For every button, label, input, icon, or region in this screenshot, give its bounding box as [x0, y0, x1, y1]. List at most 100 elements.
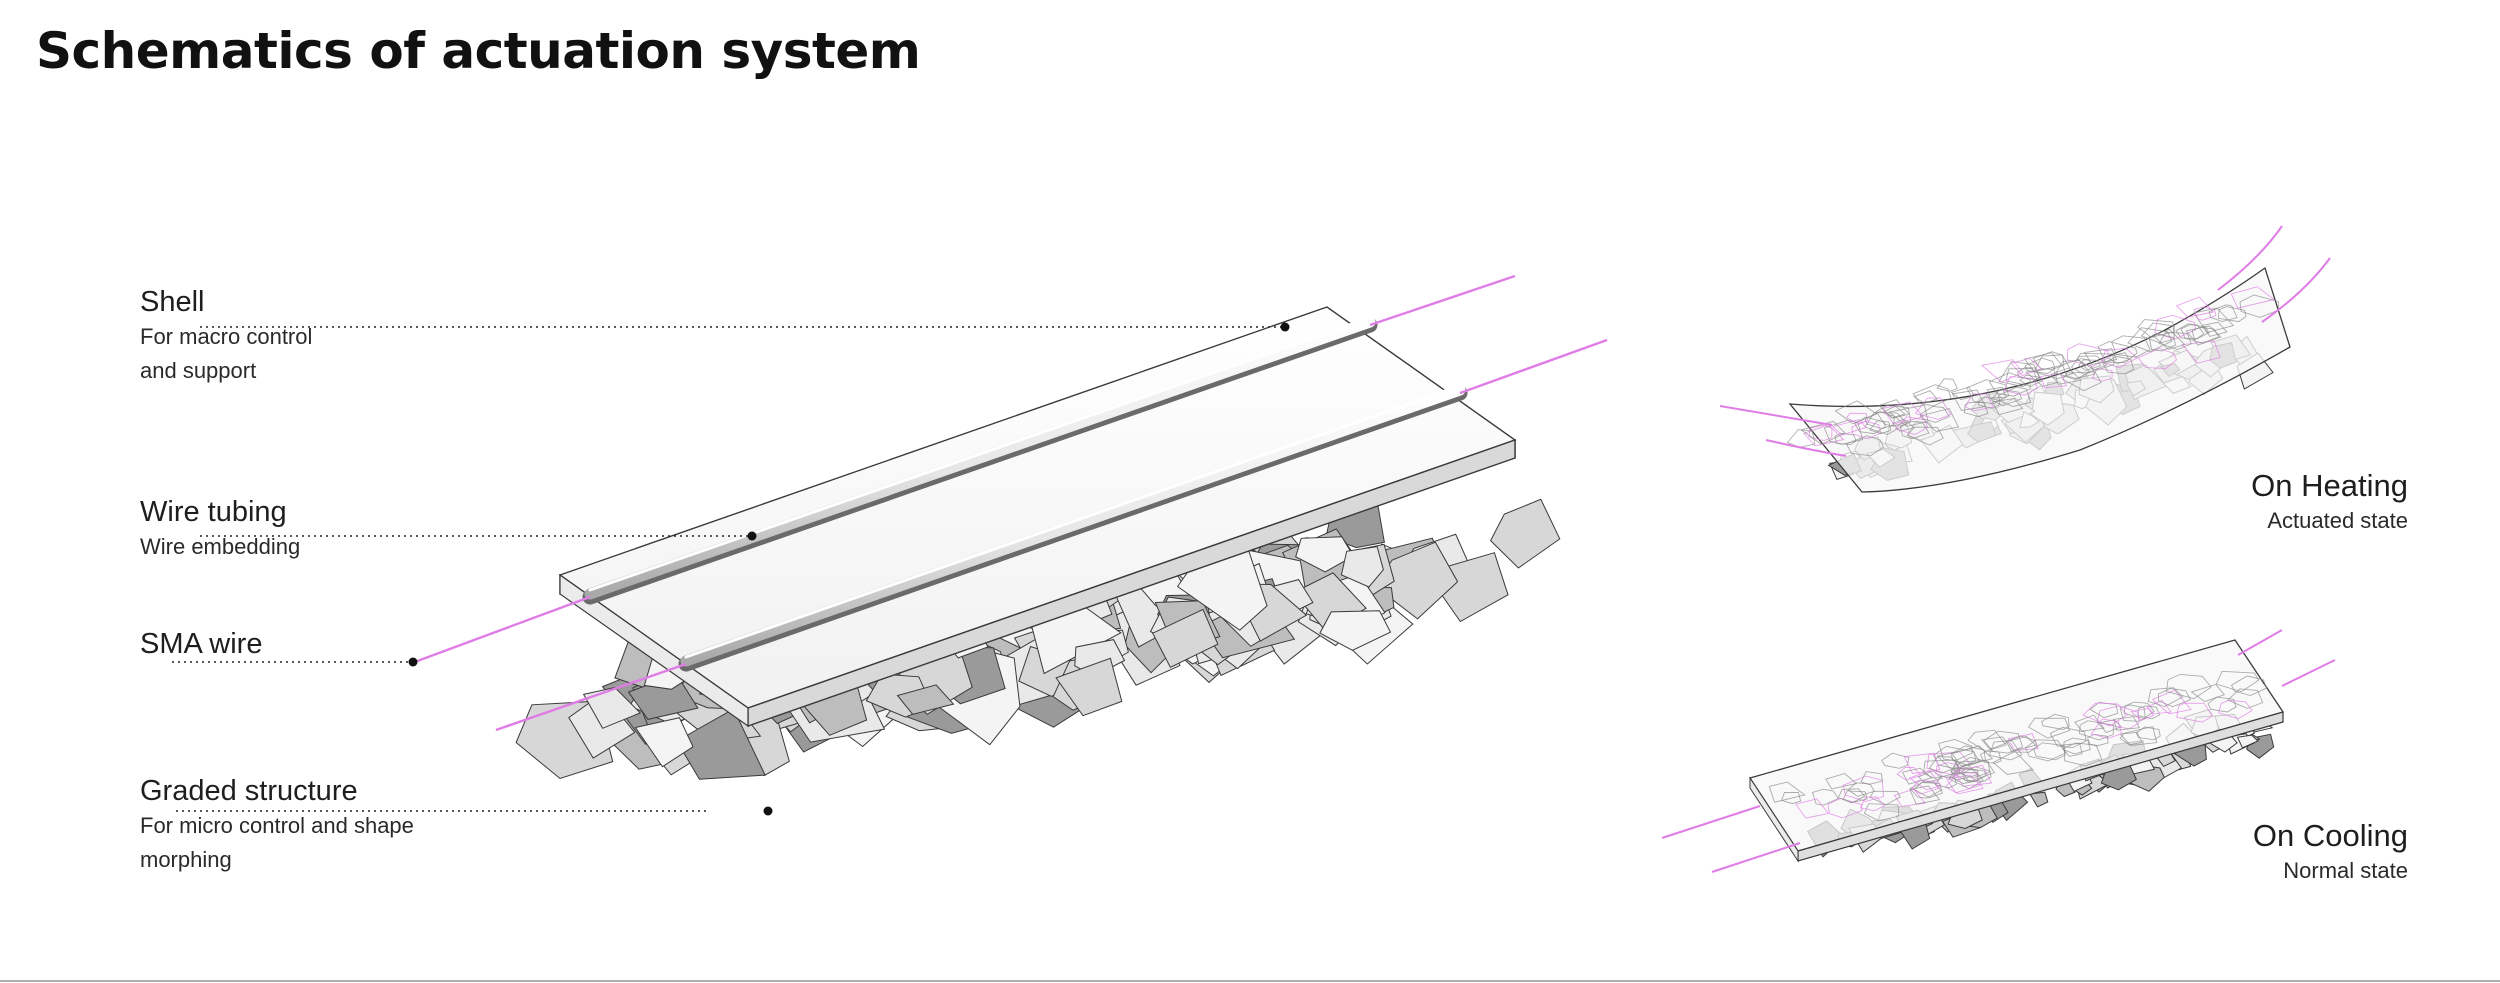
- label-shell-sub-1: For macro control: [140, 324, 313, 349]
- label-sma-wire-heading: SMA wire: [140, 628, 263, 660]
- heating-mesh-cell: [2076, 352, 2115, 371]
- leader-dots: [408, 322, 1290, 816]
- state-cooling-sub: Normal state: [2283, 858, 2408, 883]
- cooling-mesh-cell: [1933, 745, 1977, 770]
- cooling-mesh-cell: [2078, 720, 2114, 741]
- label-sma-wire: SMA wire: [140, 626, 262, 662]
- page-title: Schematics of actuation system: [36, 22, 921, 80]
- heating-mesh-cell: [1997, 386, 2032, 407]
- wire-tube-2: [678, 384, 1468, 672]
- label-shell-heading: Shell: [140, 286, 205, 318]
- heating-mesh-cell: [1803, 424, 1845, 447]
- heating-mesh-cell: [1936, 378, 1958, 392]
- cooling-mesh-cell: [2119, 704, 2146, 722]
- graded-main-panel: [627, 673, 699, 720]
- heating-mesh-cell: [1808, 424, 1833, 441]
- graded-main-panel: [634, 717, 694, 768]
- cooling-mesh-cell: [2063, 737, 2091, 755]
- cooling-mesh-cell: [1992, 750, 2034, 775]
- heating-mesh-cell: [1869, 420, 1892, 435]
- cooling-mesh-cell: [2027, 717, 2071, 739]
- cooling-mesh-cell: [1980, 736, 2008, 750]
- heating-mesh-cell: [2239, 294, 2280, 318]
- cooling-mesh-cell: [2135, 726, 2161, 741]
- heating-mesh-cell: [1964, 393, 1995, 412]
- cooling-mesh-cell: [1936, 747, 1981, 771]
- heating-mesh-cell: [1966, 379, 2010, 405]
- cooling-shell-end: [1749, 776, 1799, 863]
- heating-mesh-cell: [1988, 372, 2031, 397]
- bottom-rule: [0, 980, 2500, 982]
- heating-mesh-cell: [2005, 368, 2038, 386]
- cooling-mesh-cell: [1988, 740, 2023, 761]
- cooling-mesh-cell: [1934, 775, 1957, 789]
- cooling-mesh-cell: [1869, 790, 1901, 806]
- cooling-mesh-cell: [1863, 803, 1900, 822]
- state-heating-heading: On Heating: [2251, 468, 2408, 503]
- cooling-mesh-cell: [1825, 772, 1858, 790]
- cooling-mesh-cell: [2041, 713, 2070, 730]
- cooling-mesh-cell: [1811, 788, 1840, 806]
- heating-mesh-cell: [2066, 343, 2109, 367]
- heating-mesh-cell: [2003, 376, 2039, 396]
- heating-mesh-cell: [2193, 307, 2235, 334]
- heating-mesh-cell: [2140, 322, 2175, 344]
- leader-dot-wire-tubing: [747, 531, 757, 541]
- cooling-mesh-cell: [1983, 730, 2024, 754]
- heating-mesh-cell: [2180, 324, 2210, 341]
- cooling-mesh-cell: [1953, 764, 1993, 787]
- heating-mesh-cell: [2151, 328, 2186, 350]
- label-graded-structure-sub-2: morphing: [140, 847, 232, 872]
- cooling-wire-1-left: [1661, 805, 1761, 839]
- cooling-mesh-cell: [1944, 771, 1984, 795]
- heating-mesh-cell: [2202, 321, 2228, 337]
- heating-mesh-cell: [2023, 352, 2063, 373]
- cooling-mesh-cell: [1961, 767, 1987, 783]
- heating-mesh-cell: [1950, 386, 1976, 401]
- heating-mesh-cell: [1991, 398, 2024, 416]
- heating-mesh-cell: [2154, 314, 2197, 340]
- heating-mesh-cell: [1951, 389, 1987, 411]
- heating-wire-1-left: [1719, 405, 1833, 426]
- cooling-mesh-cell: [2218, 699, 2253, 720]
- cooling-mesh-cell: [2207, 696, 2237, 713]
- heating-mesh-cell: [1980, 359, 2024, 383]
- label-graded-structure-sub-1: For micro control and shape: [140, 813, 414, 838]
- heating-mesh-cell: [2217, 306, 2247, 323]
- cooling-mesh-cell: [2090, 718, 2123, 739]
- cooling-mesh-cell: [2230, 675, 2267, 696]
- cooling-mesh-cell: [2166, 673, 2212, 700]
- heating-wire-2-left: [1765, 439, 1847, 457]
- graded-main-panel: [1295, 536, 1355, 573]
- cooling-mesh-cell: [1946, 774, 1981, 794]
- cooling-mesh-cell: [2024, 739, 2067, 762]
- cooling-mesh-cell: [1979, 750, 2002, 764]
- heating-mesh-cell: [2097, 341, 2138, 364]
- cooling-mesh-cell: [2082, 702, 2128, 727]
- cooling-mesh-cell: [1935, 762, 1961, 779]
- heating-mesh-cell: [2181, 340, 2221, 364]
- heating-wire-2-right: [2261, 257, 2331, 323]
- heating-mesh-cell: [2083, 348, 2118, 366]
- label-shell: Shell For macro control and support: [140, 284, 312, 388]
- state-heating: On Heating Actuated state: [2251, 468, 2408, 538]
- mesh-heating: [1786, 286, 2280, 457]
- heating-mesh-cell: [1851, 420, 1882, 439]
- cooling-mesh-cell: [2049, 726, 2087, 749]
- heating-mesh-cell: [2230, 286, 2276, 309]
- heating-mesh-cell: [2191, 326, 2220, 344]
- heating-mesh-cell: [2137, 348, 2178, 369]
- heating-mesh-cell: [1834, 400, 1878, 425]
- cooling-mesh-cell: [1948, 771, 1984, 790]
- state-cooling: On Cooling Normal state: [2253, 818, 2408, 888]
- cooling-mesh-cell: [2130, 708, 2155, 721]
- graded-main-panel: [896, 684, 955, 715]
- cooling-mesh-cell: [2089, 701, 2119, 719]
- heating-mesh-cell: [1845, 435, 1885, 457]
- label-shell-sub-2: and support: [140, 358, 257, 383]
- wire-tube-1: [582, 316, 1378, 605]
- graded-main-panel: [1340, 546, 1384, 588]
- cooling-mesh-cell: [1913, 781, 1944, 799]
- heating-mesh-cell: [1878, 399, 1910, 419]
- label-graded-structure-heading: Graded structure: [140, 775, 358, 807]
